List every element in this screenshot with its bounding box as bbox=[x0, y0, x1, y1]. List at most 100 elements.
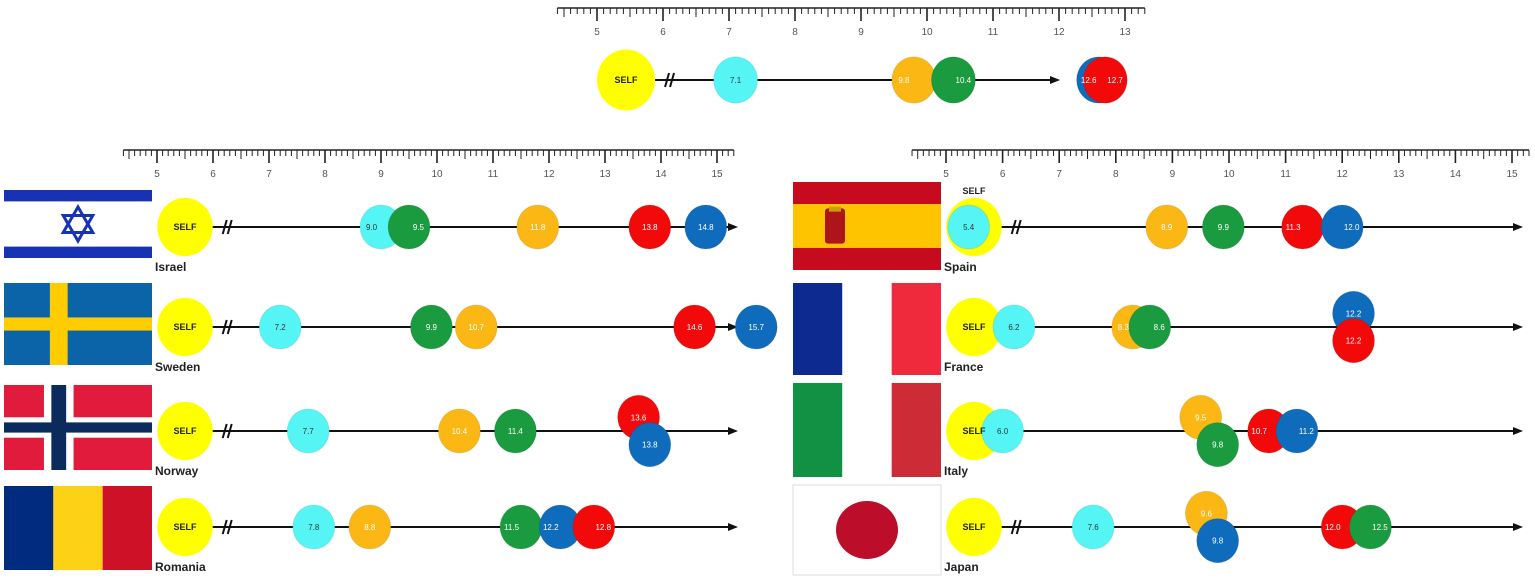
israel-flag bbox=[4, 186, 152, 262]
country-label: Spain bbox=[944, 260, 977, 274]
self-label: SELF bbox=[173, 322, 197, 332]
ruler-tick-label: 12 bbox=[543, 169, 555, 180]
ruler-tick-label: 11 bbox=[488, 169, 499, 180]
score-point-label: 5.4 bbox=[963, 223, 975, 232]
arrow-head-icon bbox=[1513, 323, 1523, 331]
score-point-label: 7.2 bbox=[275, 323, 287, 332]
ruler-tick-label: 14 bbox=[1450, 169, 1462, 180]
score-point-green bbox=[1196, 422, 1240, 468]
ruler-tick-label: 9 bbox=[378, 169, 384, 180]
ruler-tick-label: 13 bbox=[1393, 169, 1405, 180]
crown-icon bbox=[829, 206, 841, 212]
score-point-green bbox=[1128, 304, 1172, 350]
score-point-blue bbox=[1275, 408, 1319, 454]
self-label: SELF bbox=[173, 426, 197, 436]
score-point-red bbox=[572, 504, 616, 550]
axis-break-icon bbox=[1010, 219, 1022, 235]
score-point-label: 13.6 bbox=[631, 413, 647, 422]
ruler-tick-label: 8 bbox=[322, 169, 328, 180]
ruler-tick-label: 15 bbox=[711, 169, 723, 180]
score-point-label: 8.6 bbox=[1154, 323, 1166, 332]
score-point-label: 14.6 bbox=[687, 323, 703, 332]
score-point-label: 8.8 bbox=[364, 523, 376, 532]
score-point-orange bbox=[454, 304, 498, 350]
self-circle bbox=[157, 197, 213, 257]
score-point-label: 12.8 bbox=[595, 523, 611, 532]
score-point-label: 9.8 bbox=[898, 76, 910, 85]
ruler-tick-label: 12 bbox=[1053, 27, 1065, 38]
score-point-label: 10.4 bbox=[452, 427, 468, 436]
self-label: SELF bbox=[962, 322, 986, 332]
ruler-tick-label: 13 bbox=[599, 169, 611, 180]
self-circle bbox=[596, 49, 656, 111]
ruler-tick-label: 9 bbox=[858, 27, 864, 38]
sweden-flag bbox=[4, 283, 152, 365]
score-point-cyan bbox=[981, 408, 1025, 454]
score-point-label: 15.7 bbox=[748, 323, 764, 332]
score-point-label: 7.1 bbox=[730, 76, 742, 85]
arrow-head-icon bbox=[1050, 76, 1060, 84]
coat-of-arms-icon bbox=[825, 208, 845, 244]
romania-flag bbox=[4, 486, 152, 570]
score-point-orange bbox=[437, 408, 481, 454]
score-point-blue bbox=[734, 304, 778, 350]
self-circle bbox=[157, 297, 213, 357]
country-label: Italy bbox=[944, 464, 968, 478]
axis-break-icon bbox=[664, 72, 676, 88]
arrow-head-icon bbox=[728, 427, 738, 435]
score-point-blue bbox=[1320, 204, 1364, 250]
ruler-tick-label: 11 bbox=[1280, 169, 1291, 180]
score-point-label: 13.8 bbox=[642, 223, 658, 232]
score-point-label: 12.2 bbox=[543, 523, 559, 532]
ruler-tick-label: 10 bbox=[921, 27, 933, 38]
score-point-label: 9.9 bbox=[426, 323, 438, 332]
score-point-label: 11.5 bbox=[504, 523, 520, 532]
ruler-tick-label: 6 bbox=[1000, 169, 1006, 180]
score-point-green bbox=[1349, 504, 1392, 550]
country-label: Sweden bbox=[155, 360, 200, 374]
ruler-tick-label: 11 bbox=[988, 27, 999, 38]
score-point-label: 12.6 bbox=[1081, 76, 1097, 85]
score-point-cyan bbox=[947, 204, 991, 250]
score-point-label: 9.5 bbox=[1195, 413, 1207, 422]
ruler-tick-label: 10 bbox=[431, 169, 443, 180]
score-point-green bbox=[1201, 204, 1245, 250]
arrow-head-icon bbox=[1513, 223, 1523, 231]
score-point-label: 8.9 bbox=[1161, 223, 1173, 232]
score-point-label: 11.8 bbox=[530, 223, 546, 232]
ruler-tick-label: 5 bbox=[154, 169, 160, 180]
self-label: SELF bbox=[173, 222, 197, 232]
ruler-tick-label: 7 bbox=[266, 169, 272, 180]
axis-break-icon bbox=[1010, 519, 1022, 535]
score-point-label: 9.6 bbox=[1201, 509, 1213, 518]
japan-flag bbox=[792, 484, 942, 576]
arrow-head-icon bbox=[1513, 523, 1523, 531]
axis-break-icon bbox=[221, 519, 233, 535]
self-label: SELF bbox=[173, 522, 197, 532]
arrow-head-icon bbox=[728, 223, 738, 231]
score-point-blue bbox=[1196, 518, 1240, 564]
score-point-label: 10.7 bbox=[1251, 427, 1267, 436]
score-point-blue bbox=[628, 422, 672, 468]
ruler-tick-label: 10 bbox=[1223, 169, 1235, 180]
score-point-green bbox=[387, 204, 431, 250]
self-label: SELF bbox=[962, 522, 986, 532]
score-point-label: 12.5 bbox=[1372, 523, 1388, 532]
score-point-cyan bbox=[992, 304, 1036, 350]
score-point-green bbox=[493, 408, 537, 454]
country-label: Japan bbox=[944, 560, 979, 574]
score-point-label: 13.8 bbox=[642, 441, 658, 450]
ruler-tick-label: 5 bbox=[594, 27, 600, 38]
self-label: SELF bbox=[614, 75, 638, 85]
ruler-tick-label: 12 bbox=[1337, 169, 1349, 180]
